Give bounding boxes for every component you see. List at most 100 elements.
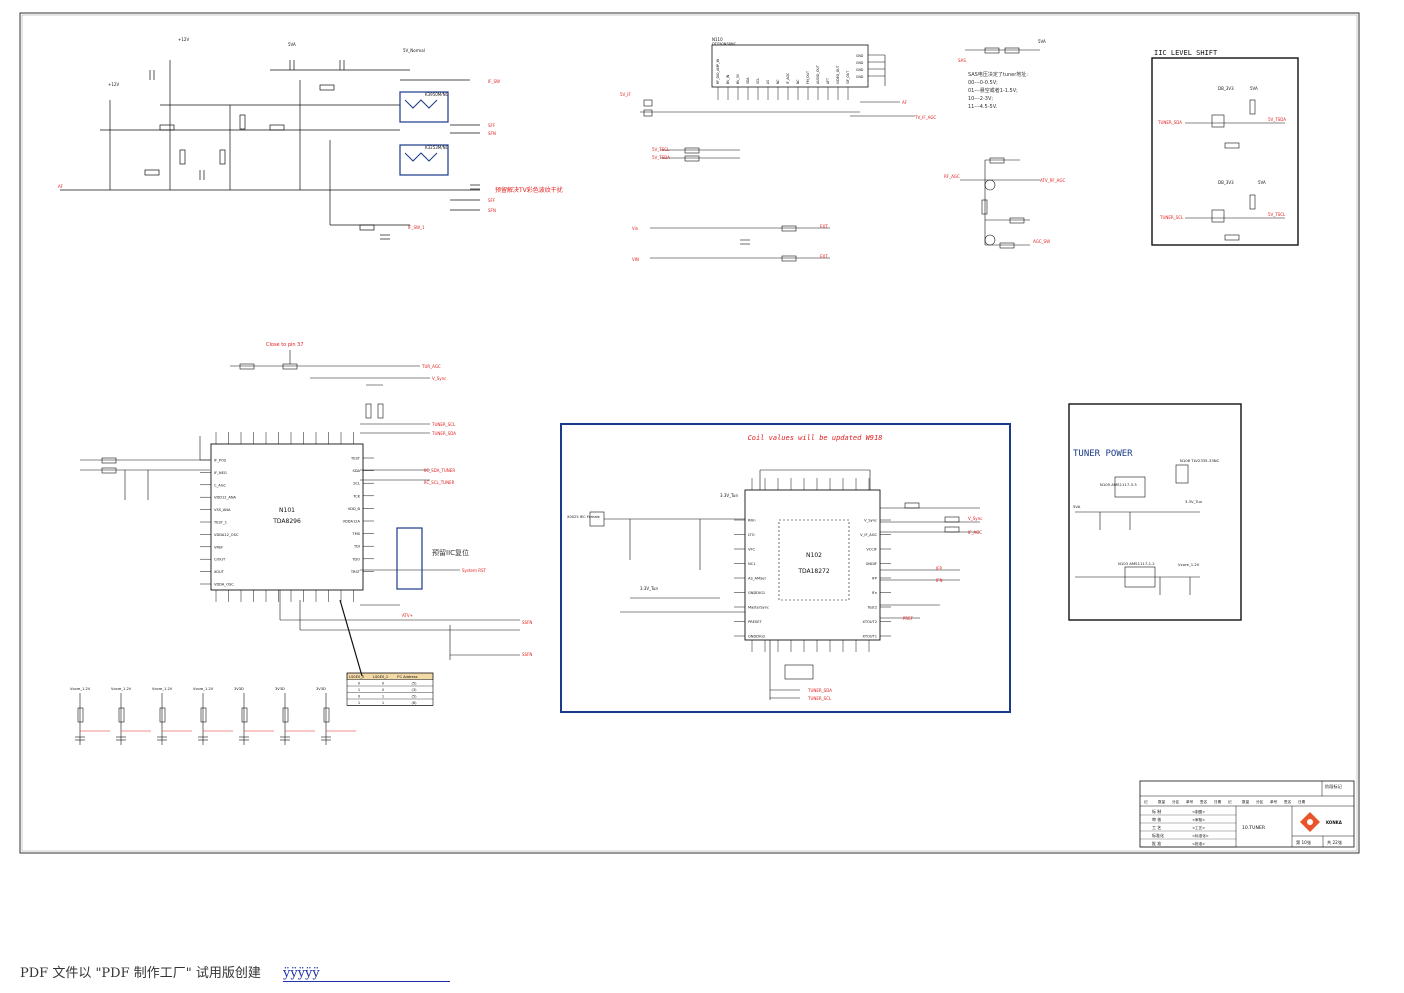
- svg-text:5V_TSDA: 5V_TSDA: [652, 155, 670, 160]
- tda18272-pin-left: RFin: [748, 519, 756, 523]
- n110-pin-label: FM_OUT: [806, 71, 810, 84]
- title-block-value: <制图>: [1192, 809, 1205, 814]
- svg-text:Vin: Vin: [632, 226, 639, 231]
- tda18272-pin-left: LTO: [748, 533, 755, 537]
- tda18272-pin-right: Test2: [867, 606, 877, 610]
- footer-text: PDF 文件以 "PDF 制作工厂" 试用版创建: [20, 966, 261, 981]
- net-if-sw-1: IF_SW_1: [408, 225, 425, 230]
- svg-text:TDA8296: TDA8296: [272, 518, 301, 525]
- footer-link[interactable]: ÿÿÿÿÿ: [283, 966, 450, 982]
- tda18272-pin-left: GNDDIG2: [748, 635, 765, 639]
- addr-table-cell: (8): [411, 701, 417, 705]
- n110-pin-label: RF_DIO_AMP_IN: [716, 58, 720, 84]
- tda8296-pin-left: VSS_ANA: [214, 508, 231, 512]
- tda18272-section: Coil values will be updated W918: [560, 423, 1011, 713]
- svg-text:TUNER POWER: TUNER POWER: [1073, 449, 1133, 459]
- supply-cap-label: Vcore_1.2V: [70, 687, 91, 691]
- svg-text:IIC LEVEL SHIFT: IIC LEVEL SHIFT: [1154, 49, 1218, 57]
- tda8296-pin-right: TRST: [350, 570, 361, 574]
- n110-pin-label: AFT: [826, 78, 830, 84]
- svg-text:IFN: IFN: [936, 578, 942, 583]
- svg-text:5VA: 5VA: [1258, 180, 1266, 185]
- svg-text:IIC_SCL_TUNER: IIC_SCL_TUNER: [424, 480, 455, 485]
- title-block-header: 签名: [1284, 799, 1292, 804]
- addr-table-cell: 0: [382, 688, 385, 692]
- supply-12v-2: +12V: [108, 82, 119, 87]
- svg-text:TV_IF_AGC: TV_IF_AGC: [914, 115, 936, 120]
- tda8296-pin-right: VDDA12A: [343, 520, 361, 524]
- n110-gnd-label: GND: [856, 68, 864, 72]
- svg-text:N110: N110: [712, 37, 723, 42]
- net-af: AF: [58, 184, 64, 189]
- tda8296-pin-left: IF_NEG: [214, 471, 227, 475]
- svg-text:EXT: EXT: [820, 254, 828, 259]
- svg-text:VIN: VIN: [632, 257, 639, 262]
- svg-text:ATV_RF_AGC: ATV_RF_AGC: [1040, 178, 1065, 183]
- n110-pin-label: SDA: [746, 77, 750, 84]
- svg-text:5VA: 5VA: [1038, 39, 1046, 44]
- svg-text:IIC_SDA_TUNER: IIC_SDA_TUNER: [424, 468, 455, 473]
- supply-cap-label: 3V3D: [234, 687, 244, 691]
- svg-text:IF_AGC: IF_AGC: [968, 530, 982, 535]
- addr-table-cell: 0: [358, 682, 361, 686]
- title-block-header: 记: [1228, 799, 1232, 804]
- svg-text:K3950M/NC: K3950M/NC: [425, 92, 449, 97]
- title-block-header: 记: [1144, 799, 1148, 804]
- n110-pin-label: AS: [766, 80, 770, 84]
- page-number: 第 10张: [1296, 839, 1312, 846]
- tda18272-pin-right: IFn: [872, 591, 877, 595]
- svg-text:5V_TSCL: 5V_TSCL: [652, 147, 670, 152]
- addr-table-header: LS0E0_1: [373, 675, 388, 679]
- svg-text:3.3V_Tun: 3.3V_Tun: [1185, 499, 1203, 504]
- title-block-header: 数量: [1242, 799, 1250, 804]
- svg-text:DB_3V3: DB_3V3: [1218, 86, 1234, 91]
- title-block-value: <批准>: [1192, 841, 1205, 846]
- supply-5va: 5VA: [288, 42, 296, 47]
- svg-text:TUR_AGC: TUR_AGC: [421, 364, 441, 369]
- n110-pin-label: SIF_OUT: [846, 71, 850, 84]
- tuner-power-box: TUNER POWER N105 AMS1117-3.3 N106 TLV233…: [1068, 403, 1242, 621]
- tda18272-pin-right: XTOUT1: [862, 635, 877, 639]
- title-block: 记记数量数量分区分区单号单号签名签名日期日期 标 制<制图>审 核<审核>工 艺…: [1139, 780, 1355, 848]
- tda18272-chip: N102 TDA18272 RFinLTOVFCNC1AS_AMSelGNDDI…: [734, 478, 891, 652]
- pdf-watermark-footer: PDF 文件以 "PDF 制作工厂" 试用版创建 ÿÿÿÿÿ: [20, 962, 450, 982]
- title-block-role: 标 制: [1152, 808, 1161, 814]
- supply-cap-label: Vcore_1.2V: [193, 687, 214, 691]
- svg-text:SAS: SAS: [958, 58, 966, 63]
- tda18272-pin-left: AS_AMSel: [748, 577, 766, 581]
- addr-table-cell: 1: [382, 695, 384, 699]
- coil-update-note: Coil values will be updated W918: [748, 434, 883, 442]
- title-block-header: 单号: [1186, 799, 1194, 804]
- n110-gnd-label: GND: [856, 54, 864, 58]
- svg-text:N103 AMS1117-1.2: N103 AMS1117-1.2: [1118, 561, 1155, 566]
- saw-filter-2: K3253M/NC: [399, 144, 449, 176]
- tda18272-pin-right: VCCIF: [866, 548, 877, 552]
- svg-text:TUNER_SCL: TUNER_SCL: [431, 422, 456, 427]
- title-block-role: 工 艺: [1152, 825, 1161, 830]
- svg-text:5V_TSDA: 5V_TSDA: [1268, 117, 1286, 122]
- svg-text:N101: N101: [279, 507, 295, 514]
- tda8296-pin-left: TEST_1: [213, 521, 227, 525]
- title-block-header: 日期: [1298, 799, 1306, 804]
- title-block-value: <工艺>: [1192, 825, 1205, 830]
- svg-text:N105 AMS1117-3.3: N105 AMS1117-3.3: [1100, 482, 1137, 487]
- n110-pin-label: NC: [776, 79, 780, 84]
- tv-ripple-note: 预留解决TV彩色波纹干扰: [495, 186, 563, 194]
- supply-cap-label: Vcore_1.2V: [111, 687, 132, 691]
- tda18272-pin-right: GNDIF: [866, 562, 877, 566]
- addr-table-cell: 0: [358, 695, 361, 699]
- page-total: 共 22张: [1327, 839, 1343, 846]
- svg-text:V_Sync: V_Sync: [432, 376, 446, 381]
- title-block-header: 数量: [1158, 799, 1166, 804]
- n110-pin-label: BV_5V: [736, 73, 740, 84]
- tda8296-pin-left: VDDA_OSC: [214, 583, 234, 587]
- svg-text:SSFN: SSFN: [522, 620, 532, 625]
- title-block-value: <标准化>: [1192, 833, 1209, 838]
- svg-text:AGC_SW: AGC_SW: [1033, 239, 1050, 244]
- tda18272-pin-left: PRESET: [748, 620, 762, 624]
- if-filter-section: [60, 60, 480, 240]
- tda8296-pin-left: VDDA12_OSC: [214, 533, 239, 537]
